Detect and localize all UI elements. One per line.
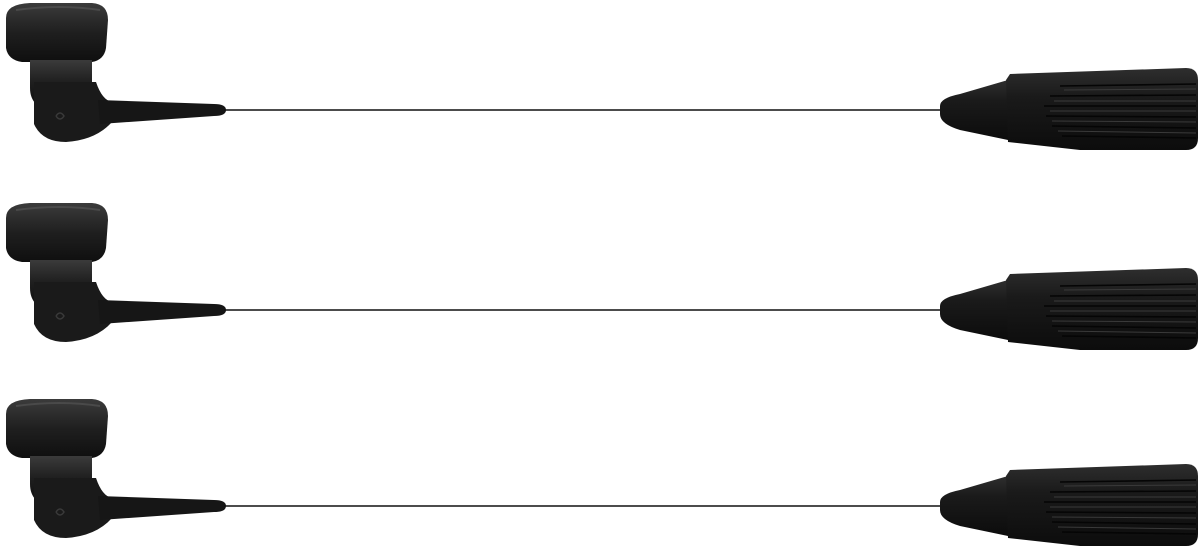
probe-1 bbox=[5, 2, 1199, 151]
probe-2 bbox=[5, 202, 1199, 351]
probe-3 bbox=[5, 398, 1199, 547]
